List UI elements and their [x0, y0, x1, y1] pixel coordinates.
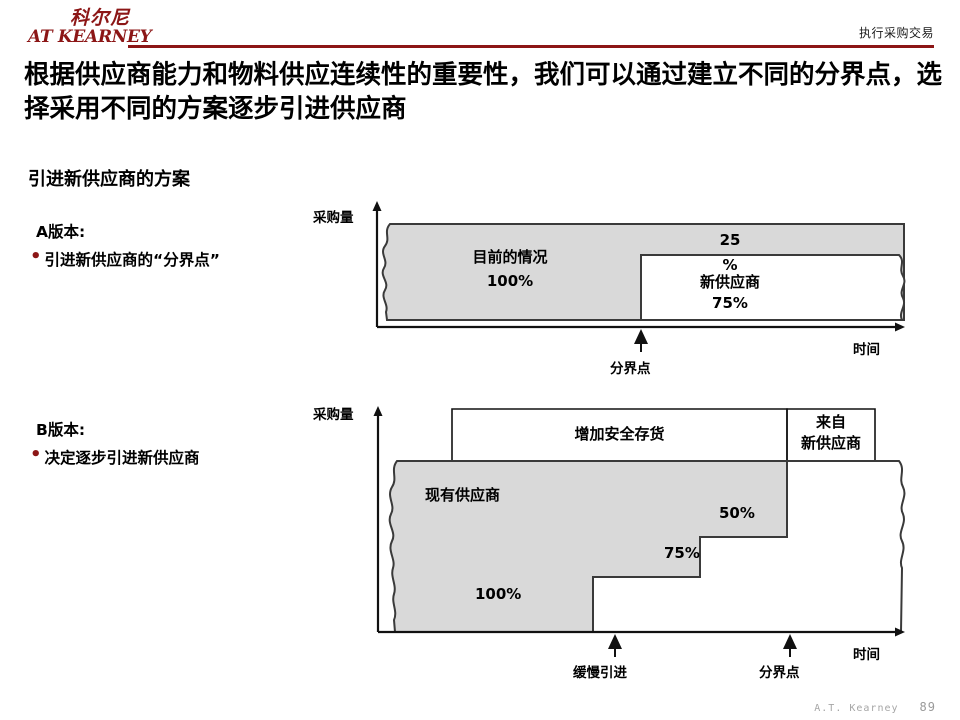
chart-a-graphics: [372, 201, 906, 352]
footer-source: A.T. Kearney: [814, 703, 899, 714]
version-a-heading: A版本:: [36, 223, 86, 241]
chart-a-new-supplier-label: 新供应商: [699, 273, 760, 291]
version-a-bullet: • 引进新供应商的“分界点”: [30, 248, 220, 270]
version-b-bullet: • 决定逐步引进新供应商: [30, 446, 200, 468]
chart-b-existing-supplier-label: 现有供应商: [425, 486, 501, 504]
chart-a-breakpoint-arrow-icon: [634, 329, 648, 344]
chart-a-current-value: 100%: [486, 272, 534, 290]
chart-a-new-supplier-value: 75%: [712, 294, 748, 312]
region-b-existing-supplier: [388, 460, 788, 633]
chart-a-y-axis-label: 采购量: [313, 210, 354, 226]
chart-b-y-axis-label: 采购量: [313, 407, 354, 423]
chart-b-breakpoint-arrow-icon: [783, 634, 797, 649]
chart-a-retained-percent-sign: %: [722, 256, 738, 274]
chart-b-slow-intro-label: 缓慢引进: [573, 665, 627, 681]
bullet-dot-icon: •: [30, 246, 42, 267]
chart-b-step-50-value: 50%: [719, 504, 755, 522]
version-a-bullet-text: 引进新供应商的“分界点”: [44, 251, 220, 269]
chart-b-from-new-supplier-line1: 来自: [815, 413, 846, 431]
chart-b-step-100-value: 100%: [475, 585, 522, 603]
chart-b-x-axis-arrow: [895, 627, 905, 637]
chart-b-safety-stock-label: 增加安全存货: [574, 425, 665, 443]
chart-b-from-new-supplier-line2: 新供应商: [800, 434, 861, 452]
page-title: 根据供应商能力和物料供应连续性的重要性，我们可以通过建立不同的分界点，选择采用不…: [24, 60, 943, 124]
bullet-dot-icon: •: [30, 444, 42, 465]
version-b-heading: B版本:: [36, 421, 86, 439]
chart-b-x-axis-label: 时间: [853, 647, 880, 663]
chart-b-breakpoint-label: 分界点: [759, 665, 800, 681]
chart-a-current-label: 目前的情况: [472, 248, 548, 266]
chart-b-step-75-value: 75%: [664, 544, 700, 562]
chart-a-x-axis-label: 时间: [853, 342, 880, 358]
chart-a-y-axis-arrow: [372, 201, 382, 211]
chart-a-retained-value: 25: [719, 231, 741, 249]
logo-english-text: AT KEARNEY: [28, 27, 152, 47]
chart-a-breakpoint-label: 分界点: [610, 361, 651, 377]
header-rule: [128, 45, 934, 48]
logo-chinese-text: 科尔尼: [70, 7, 131, 29]
version-b-bullet-text: 决定逐步引进新供应商: [44, 449, 200, 467]
footer-page-number: 89: [919, 700, 936, 714]
region-new-supplier: [640, 254, 906, 321]
section-subtitle: 引进新供应商的方案: [28, 169, 190, 190]
chart-b-slow-intro-arrow-icon: [608, 634, 622, 649]
chart-a-x-axis-arrow: [895, 322, 905, 332]
header-section-label: 执行采购交易: [858, 26, 934, 40]
atkearney-logo: 科尔尼 AT KEARNEY: [28, 8, 178, 50]
chart-a: 采购量 时间 目前的情况 100% 25 % 新供应商 75% 分界点: [313, 201, 906, 377]
footer: A.T. Kearney 89: [814, 700, 936, 714]
chart-b-y-axis-arrow: [373, 406, 383, 416]
